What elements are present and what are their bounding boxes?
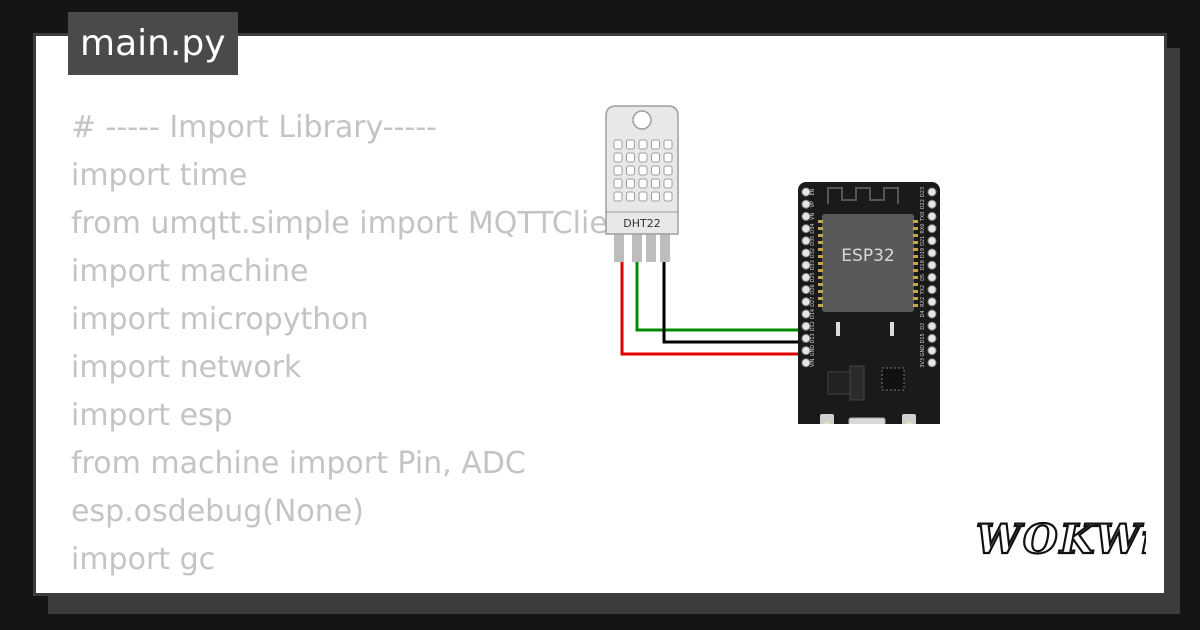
left-pin-header [801, 187, 811, 368]
pin-label: D12 [810, 321, 816, 331]
wokwi-logo: WOKWi [970, 511, 1158, 575]
wires [620, 258, 806, 356]
code-line: import micropython [71, 302, 369, 337]
pin-label: 3V3 [920, 358, 926, 368]
pin-label: GND [920, 345, 926, 357]
pin-label: D26 [810, 284, 816, 294]
header-pin[interactable] [927, 248, 937, 258]
header-pin[interactable] [801, 272, 811, 282]
header-pin[interactable] [927, 346, 937, 356]
header-pin[interactable] [801, 236, 811, 246]
header-pin[interactable] [801, 260, 811, 270]
pin-label: VIN [810, 358, 816, 367]
pin-label: EN [810, 188, 816, 195]
header-pin[interactable] [927, 260, 937, 270]
pin-label: D25 [810, 272, 816, 282]
logo-text: WOKWi [976, 516, 1146, 563]
header-pin[interactable] [801, 224, 811, 234]
pin-label: D19 [920, 248, 926, 258]
header-pin[interactable] [801, 321, 811, 331]
pin-label: D27 [810, 297, 816, 307]
pin-label: TX2 [920, 285, 926, 296]
dht22-sensor[interactable]: DHT22 [605, 105, 679, 262]
code-preview: # ----- Import Library----- import time … [71, 104, 771, 593]
pin-label: D34 [810, 223, 816, 233]
header-pin[interactable] [927, 236, 937, 246]
sensor-label: DHT22 [623, 217, 660, 230]
left-pin-labels: EN VP VN D34D35D32D33D25D26D27D14D12D13GNDV… [810, 188, 816, 367]
pin-label: D32 [810, 248, 816, 258]
code-line: from umqtt.simple import MQTTClient [71, 206, 639, 241]
code-line: # ----- Import Library----- [71, 110, 437, 145]
pin-label: RX2 [920, 297, 926, 307]
pin-label: D15 [920, 333, 926, 343]
pin-label: D21 [920, 236, 926, 246]
header-pin[interactable] [801, 248, 811, 258]
en-button[interactable] [820, 414, 834, 424]
code-line: from machine import Pin, ADC [71, 446, 526, 481]
header-pin[interactable] [927, 187, 937, 197]
header-pin[interactable] [927, 333, 937, 343]
header-pin[interactable] [927, 285, 937, 295]
header-pin[interactable] [801, 285, 811, 295]
pin-label: D14 [810, 309, 816, 319]
pin-label: D35 [810, 236, 816, 246]
header-pin[interactable] [927, 358, 937, 368]
pin-label: D13 [810, 333, 816, 343]
sensor-vent-grid [613, 139, 673, 202]
header-pin[interactable] [927, 199, 937, 209]
pin-label: D5 [920, 274, 926, 281]
header-pin[interactable] [801, 297, 811, 307]
header-pin[interactable] [927, 309, 937, 319]
pin-label: VN [810, 213, 816, 220]
header-pin[interactable] [927, 211, 937, 221]
code-line: import network [71, 350, 302, 385]
pin-label: D4 [920, 310, 926, 317]
header-pin[interactable] [927, 224, 937, 234]
header-pin[interactable] [927, 321, 937, 331]
right-pin-header [927, 187, 937, 368]
header-pin[interactable] [801, 187, 811, 197]
header-pin[interactable] [801, 211, 811, 221]
pin-label: D18 [920, 260, 926, 270]
pin-label: TX0 [920, 212, 926, 223]
wire-data [635, 258, 806, 332]
wire-gnd [662, 258, 806, 344]
antenna-trace [827, 187, 899, 204]
code-line: esp.osdebug(None) [71, 494, 364, 529]
file-tab-title[interactable]: main.py [68, 12, 238, 75]
code-line: gc.collect() [71, 584, 771, 593]
code-line: import machine [71, 254, 309, 289]
board-label: ESP32 [841, 246, 894, 266]
esp32-board[interactable]: ESP32 ENVPVND34D35D32D33D25D26D27D14D12D… [798, 182, 940, 424]
pin-label: D33 [810, 260, 816, 270]
usb-port [848, 417, 886, 424]
pin-label: D22 [920, 199, 926, 209]
header-pin[interactable] [927, 297, 937, 307]
pin-label: D2 [920, 323, 926, 330]
header-pin[interactable] [801, 199, 811, 209]
header-pin[interactable] [927, 272, 937, 282]
pin-label: VP [810, 201, 816, 207]
pin-label: GND [810, 345, 816, 357]
preview-card: # ----- Import Library----- import time … [33, 33, 1167, 596]
header-pin[interactable] [801, 333, 811, 343]
header-pin[interactable] [801, 346, 811, 356]
pin-label: RX0 [920, 224, 926, 234]
module-pins [818, 220, 918, 307]
header-pin[interactable] [801, 358, 811, 368]
right-pin-labels: D23D22TX0RX0D21D19D18D5TX2RX2D4D2D15GND3… [920, 187, 926, 368]
code-line: import time [71, 158, 248, 193]
pin-label: D23 [920, 187, 926, 197]
code-line: import esp [71, 398, 233, 433]
header-pin[interactable] [801, 309, 811, 319]
boot-button[interactable] [902, 414, 916, 424]
code-line: import gc [71, 542, 216, 577]
wire-vcc [620, 258, 806, 356]
